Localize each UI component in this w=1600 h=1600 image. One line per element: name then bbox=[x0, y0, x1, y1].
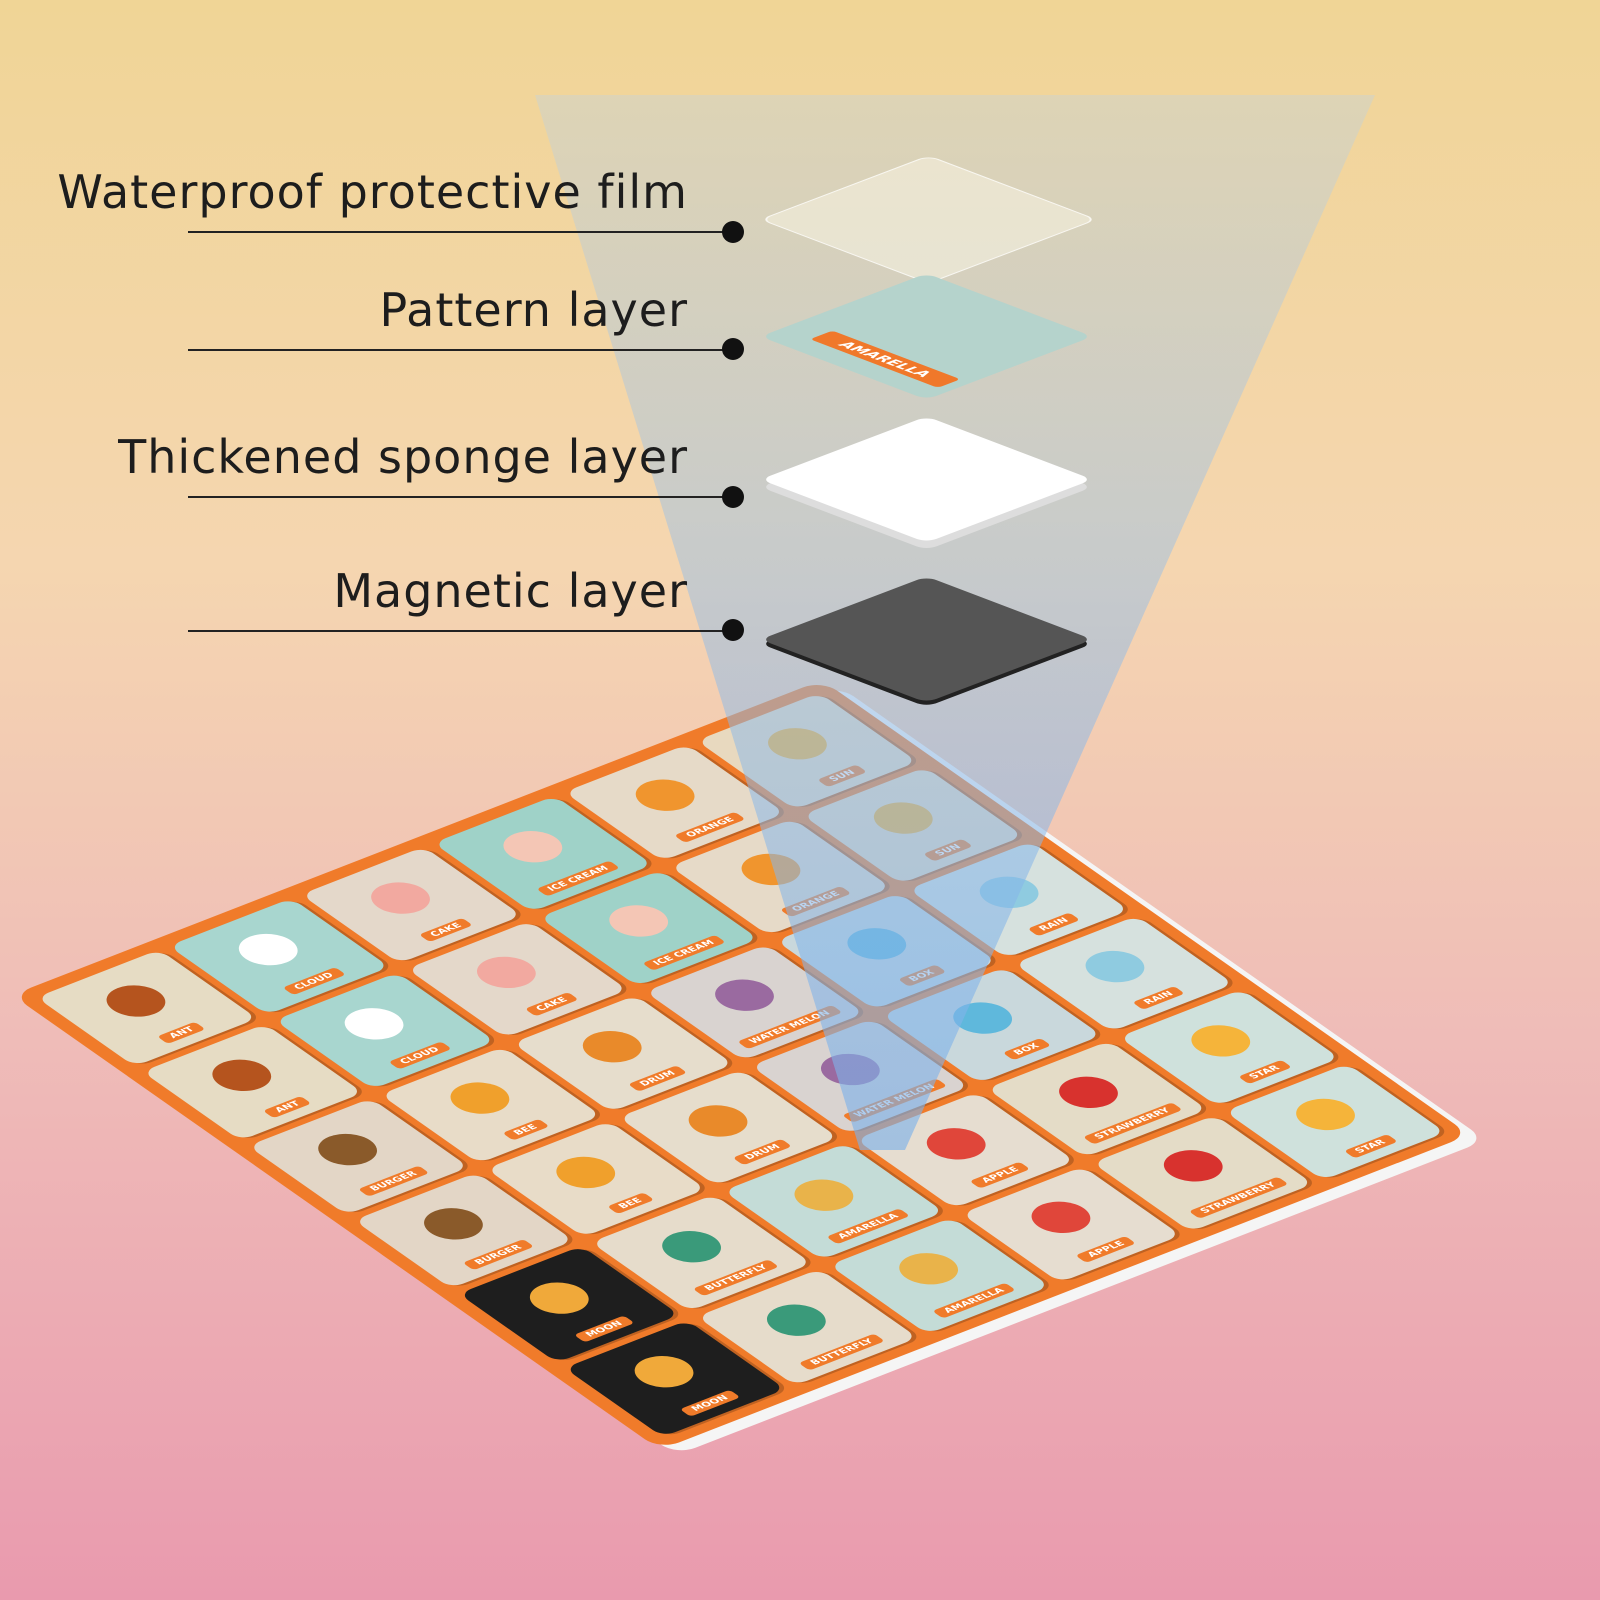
leader-line bbox=[188, 349, 733, 351]
cake-icon bbox=[359, 876, 443, 921]
water-melon-icon bbox=[703, 973, 786, 1018]
tile-label: CLOUD bbox=[282, 967, 346, 996]
rain-icon bbox=[1072, 944, 1156, 989]
tile-label: CAKE bbox=[418, 917, 474, 943]
ice-cream-icon bbox=[597, 899, 681, 943]
leader-line bbox=[188, 630, 733, 632]
ant-icon bbox=[201, 1053, 284, 1097]
tile-label: MOON bbox=[574, 1315, 635, 1343]
tile-label: RAIN bbox=[1026, 911, 1080, 936]
label-film: Waterproof protective film bbox=[57, 165, 688, 219]
leader-dot bbox=[722, 338, 744, 360]
tile-label: CAKE bbox=[523, 991, 579, 1017]
tile-label: APPLE bbox=[970, 1161, 1031, 1189]
burger-icon bbox=[412, 1201, 496, 1246]
amarella-icon bbox=[887, 1247, 971, 1291]
apple-icon bbox=[1020, 1195, 1103, 1240]
tile-label: RAIN bbox=[1132, 986, 1186, 1011]
bee-icon bbox=[544, 1150, 628, 1194]
strawberry-icon bbox=[1152, 1144, 1235, 1189]
bee-icon bbox=[438, 1076, 522, 1120]
label-sponge: Thickened sponge layer bbox=[118, 430, 688, 484]
tile-label: BEE bbox=[607, 1192, 655, 1215]
moon-icon bbox=[518, 1275, 601, 1320]
tile-label: BOX bbox=[1002, 1038, 1052, 1061]
label-pattern: Pattern layer bbox=[379, 283, 688, 337]
tile-label: MOON bbox=[679, 1389, 741, 1417]
leader-dot bbox=[722, 486, 744, 508]
star-icon bbox=[1178, 1019, 1262, 1063]
butterfly-icon bbox=[755, 1298, 839, 1343]
tile-label: APPLE bbox=[1075, 1235, 1137, 1263]
cake-icon bbox=[465, 950, 548, 995]
drum-icon bbox=[570, 1024, 654, 1069]
tile-label: BURGER bbox=[357, 1165, 429, 1197]
butterfly-icon bbox=[650, 1224, 733, 1269]
leader-dot bbox=[722, 221, 744, 243]
tile-label: DRUM bbox=[733, 1139, 793, 1166]
cloud-icon bbox=[333, 1002, 416, 1046]
apple-icon bbox=[914, 1121, 998, 1166]
amarella-icon bbox=[782, 1173, 865, 1217]
burger-icon bbox=[306, 1127, 390, 1172]
label-magnetic: Magnetic layer bbox=[333, 564, 688, 618]
tile-label: ANT bbox=[157, 1021, 206, 1044]
star-icon bbox=[1284, 1093, 1367, 1137]
drum-icon bbox=[676, 1098, 760, 1143]
moon-icon bbox=[623, 1349, 707, 1394]
tile-label: CLOUD bbox=[387, 1041, 451, 1070]
tile-label: STAR bbox=[1343, 1134, 1398, 1159]
ant-icon bbox=[95, 979, 179, 1023]
leader-line bbox=[188, 231, 733, 233]
tile-label: BURGER bbox=[463, 1239, 534, 1271]
ice-cream-icon bbox=[491, 825, 575, 869]
tile-label: STAR bbox=[1237, 1060, 1292, 1085]
tile-label: BUTTERFLY bbox=[798, 1333, 886, 1371]
tile-label: BEE bbox=[501, 1118, 549, 1141]
cloud-icon bbox=[227, 927, 311, 972]
tile-label: ANT bbox=[262, 1095, 312, 1118]
tile-label: AMARELLA bbox=[932, 1282, 1017, 1319]
tile-label: DRUM bbox=[627, 1064, 687, 1092]
leader-dot bbox=[722, 619, 744, 641]
leader-line bbox=[188, 496, 733, 498]
orange-icon bbox=[623, 773, 707, 818]
strawberry-icon bbox=[1046, 1070, 1130, 1115]
tile-label: ORANGE bbox=[674, 811, 746, 843]
